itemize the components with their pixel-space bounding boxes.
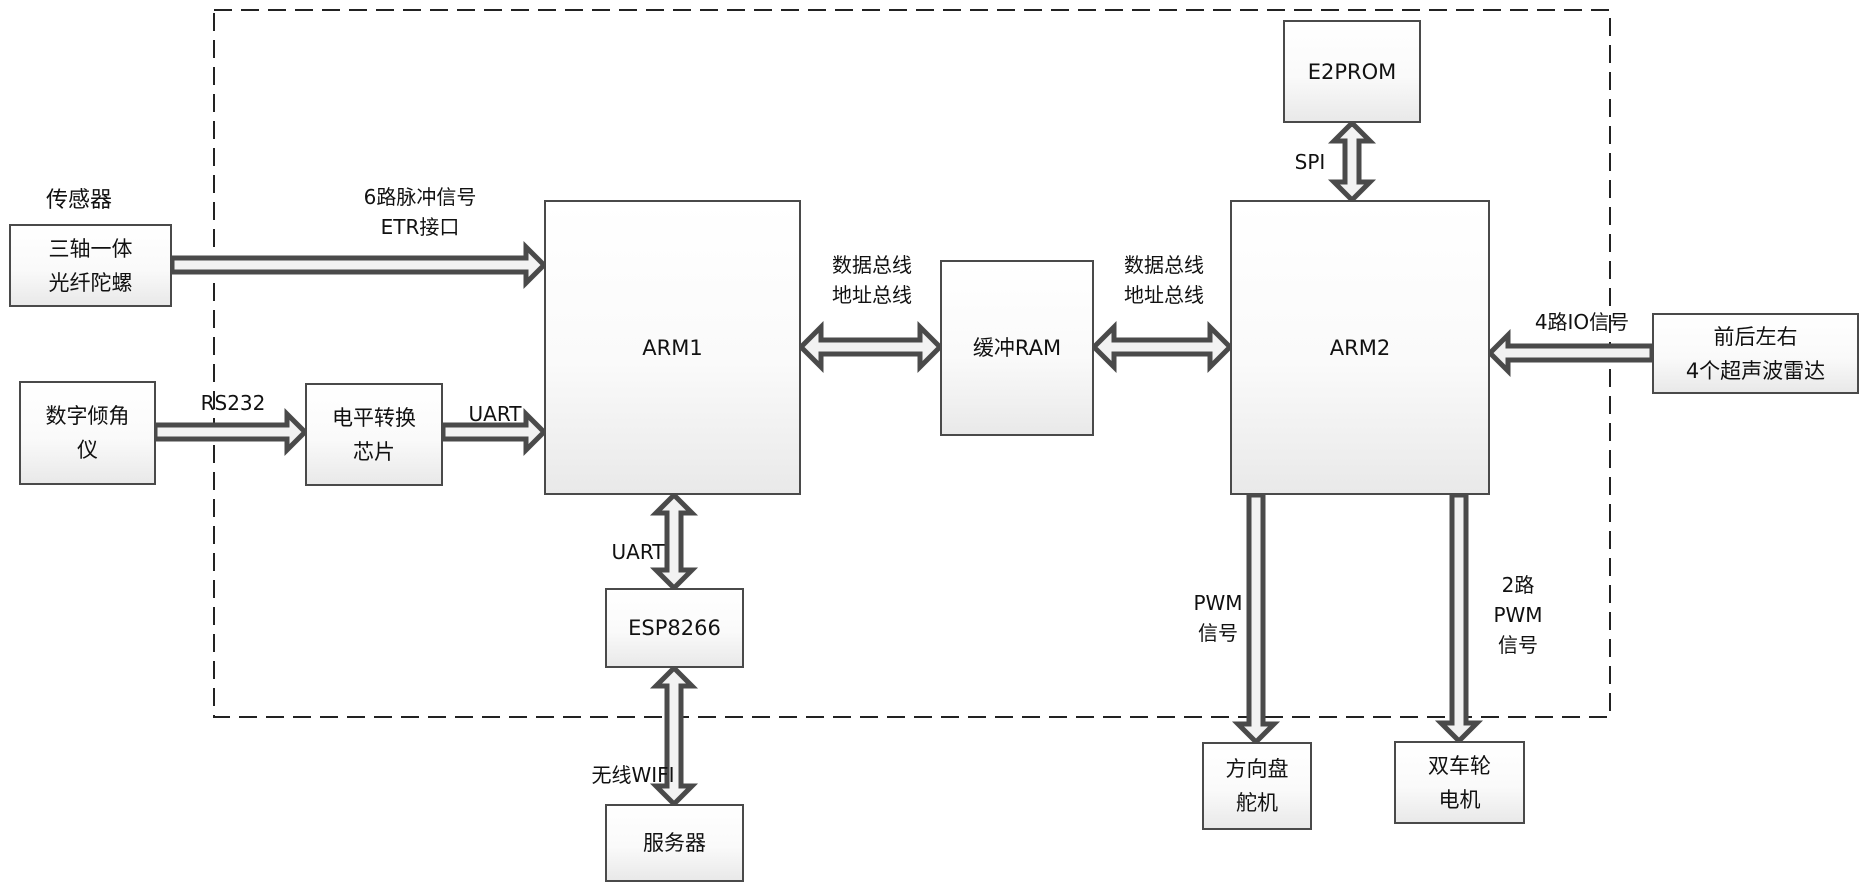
steering-servo-line-2: 舵机 — [1236, 791, 1278, 815]
steering-servo-box: 方向盘 舵机 — [1202, 742, 1312, 830]
arrow-gyro-to-arm1 — [169, 240, 548, 290]
io-signal-label: 4路IO信号 — [1534, 310, 1630, 334]
bus-right-line-1: 数据总线 — [1124, 253, 1204, 277]
pwm-motor-line-1: 2路 — [1501, 573, 1535, 597]
arrow-ram-arm2-bus — [1090, 320, 1234, 374]
pwm-servo-line-2: 信号 — [1198, 621, 1238, 645]
pwm-servo-line-1: PWM — [1193, 591, 1243, 615]
radar-line-2: 4个超声波雷达 — [1685, 358, 1826, 383]
uart-conv-label: UART — [468, 402, 522, 426]
wheel-motor-line-2: 电机 — [1438, 787, 1481, 812]
pwm-motor-line-3: 信号 — [1498, 633, 1538, 657]
arm1-label: ARM1 — [642, 335, 703, 360]
pulse-signal-line-2: ETR接口 — [380, 215, 460, 239]
gyro-box: 三轴一体 光纤陀螺 — [9, 224, 172, 307]
bus-label-right: 数据总线 地址总线 — [1104, 250, 1224, 310]
pulse-signal-line-1: 6路脉冲信号 — [363, 185, 477, 209]
level-converter-box: 电平转换 芯片 — [305, 383, 443, 486]
arrow-converter-to-arm1 — [440, 407, 548, 457]
inclinometer-box: 数字倾角 仪 — [19, 381, 156, 485]
bus-right-line-2: 地址总线 — [1124, 283, 1204, 307]
arrow-arm2-to-motor — [1434, 492, 1484, 745]
radar-line-1: 前后左右 — [1713, 324, 1798, 349]
steering-servo-line-1: 方向盘 — [1225, 757, 1289, 781]
e2prom-label: E2PROM — [1307, 59, 1397, 84]
inclinometer-line-2: 仪 — [77, 438, 98, 462]
radar-box: 前后左右 4个超声波雷达 — [1652, 313, 1859, 394]
wheel-motor-box: 双车轮 电机 — [1394, 741, 1525, 824]
server-box: 服务器 — [605, 804, 744, 882]
arrow-e2prom-arm2-spi — [1327, 119, 1377, 204]
level-converter-line-2: 芯片 — [353, 439, 395, 464]
esp8266-box: ESP8266 — [605, 588, 744, 668]
server-label: 服务器 — [643, 831, 706, 855]
buffer-ram-box: 缓冲RAM — [940, 260, 1094, 436]
wifi-label: 无线WIFI — [591, 763, 675, 787]
arrow-radar-to-arm2 — [1486, 328, 1655, 378]
e2prom-box: E2PROM — [1283, 20, 1421, 123]
esp8266-label: ESP8266 — [628, 616, 721, 640]
rs232-label: RS232 — [200, 391, 266, 415]
inclinometer-line-1: 数字倾角 — [45, 404, 130, 428]
buffer-ram-label: 缓冲RAM — [972, 336, 1062, 360]
wheel-motor-line-1: 双车轮 — [1428, 753, 1491, 778]
bus-left-line-1: 数据总线 — [832, 253, 912, 277]
pwm-motor-line-2: PWM — [1493, 603, 1543, 627]
gyro-line-1: 三轴一体 — [48, 236, 133, 261]
gyro-line-2: 光纤陀螺 — [48, 270, 133, 295]
bus-left-line-2: 地址总线 — [832, 283, 912, 307]
arm1-box: ARM1 — [544, 200, 801, 495]
arm2-label: ARM2 — [1329, 335, 1391, 360]
uart-esp-label: UART — [611, 540, 665, 564]
spi-label: SPI — [1294, 150, 1326, 174]
arm2-box: ARM2 — [1230, 200, 1490, 495]
sensor-group-label: 传感器 — [45, 188, 112, 213]
bus-label-left: 数据总线 地址总线 — [812, 250, 932, 310]
arrow-arm2-to-servo — [1231, 492, 1281, 746]
pulse-signal-label: 6路脉冲信号 ETR接口 — [320, 182, 520, 242]
arrow-inclinometer-to-converter — [152, 407, 309, 457]
level-converter-line-1: 电平转换 — [332, 405, 416, 430]
pwm-servo-label: PWM 信号 — [1180, 588, 1256, 648]
arrow-arm1-ram-bus — [797, 320, 944, 374]
pwm-motor-label: 2路 PWM 信号 — [1480, 570, 1556, 660]
